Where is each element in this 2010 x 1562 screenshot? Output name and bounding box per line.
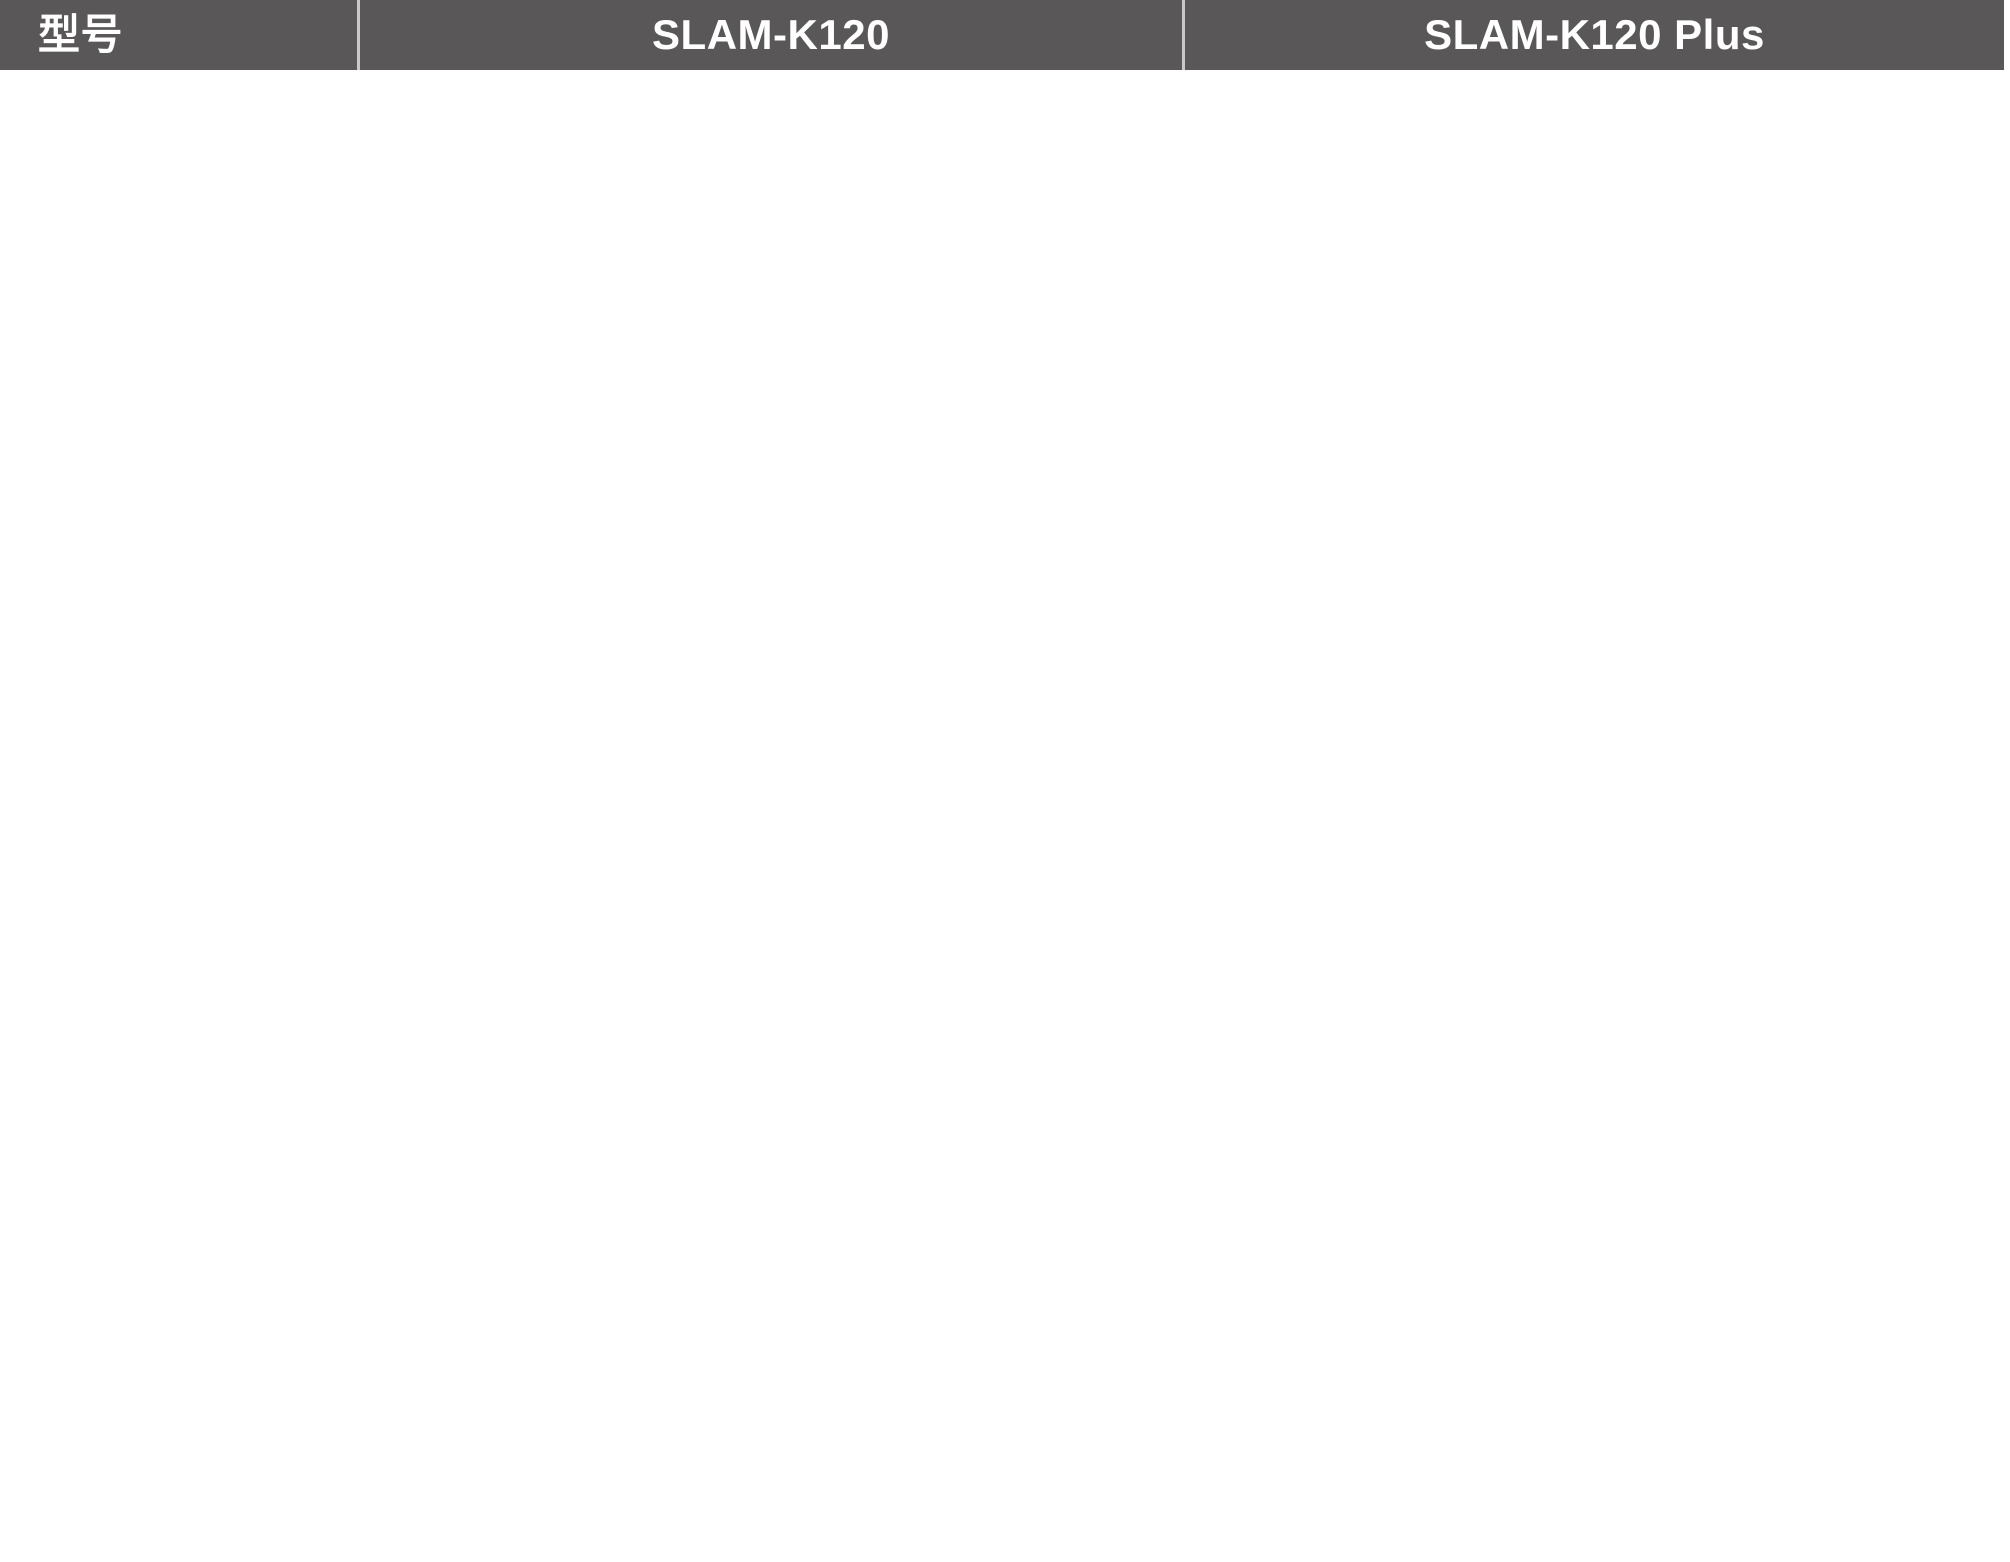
header-cell-model-label: 型号 (0, 0, 357, 70)
header-cell-slam-k120-plus: SLAM-K120 Plus (1185, 0, 2004, 70)
slam-k120-text: SLAM-K120 (652, 11, 890, 58)
slam-k120-plus-text: SLAM-K120 Plus (1424, 11, 1765, 58)
header-cell-slam-k120: SLAM-K120 (360, 0, 1182, 70)
column-divider (357, 0, 360, 70)
spec-table-header-row: 型号 SLAM-K120 SLAM-K120 Plus (0, 0, 2004, 70)
model-label-text: 型号 (38, 11, 124, 58)
column-divider (1182, 0, 1185, 70)
